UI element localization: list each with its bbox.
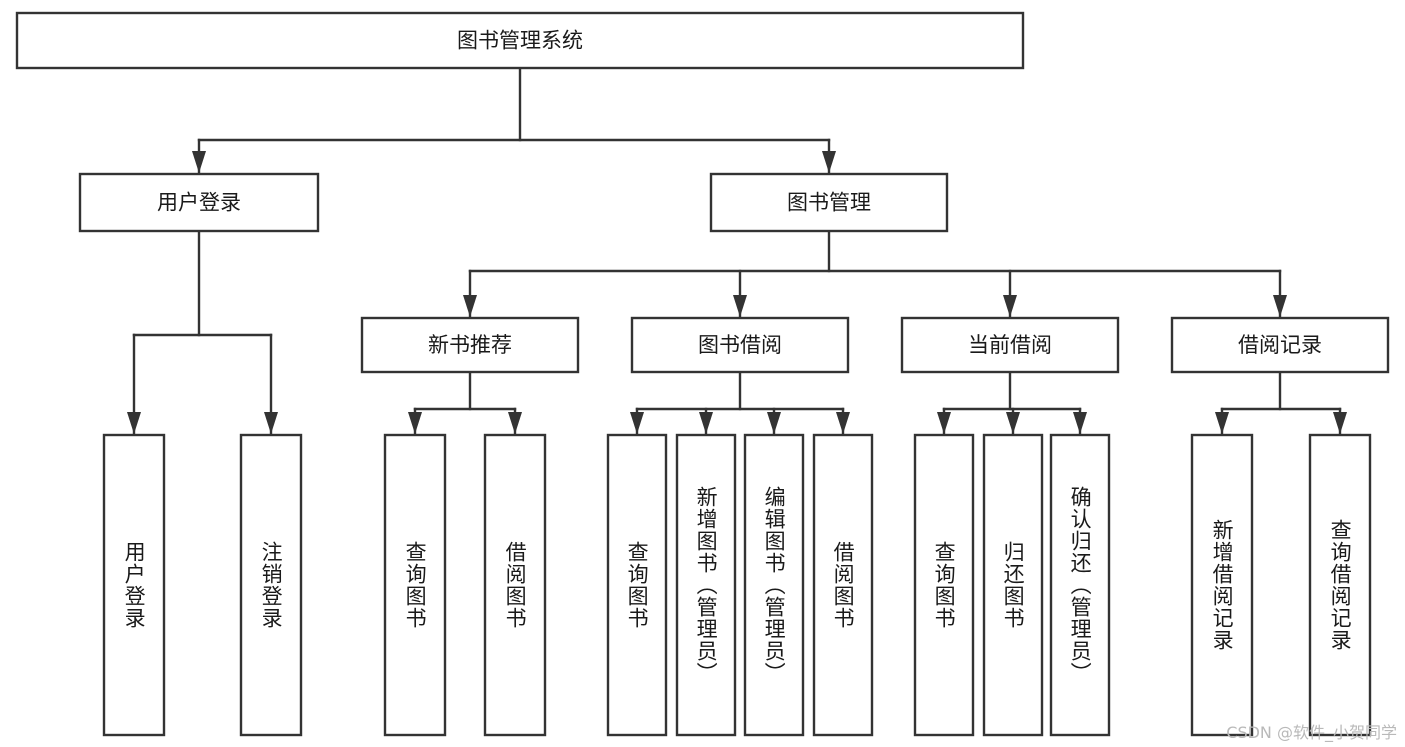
node-box-leaf-borrow-book-2 xyxy=(812,433,874,737)
arrow-head-borrow-record-1 xyxy=(1333,412,1347,434)
node-label-book-manage: 图书管理 xyxy=(787,191,871,215)
arrow-head-root-0 xyxy=(192,151,206,173)
node-label-book-borrow: 图书借阅 xyxy=(698,333,782,357)
node-box-new-book-rec xyxy=(360,316,580,374)
arrow-head-current-borrow-0 xyxy=(937,412,951,434)
watermark-text: CSDN @软件_小贺同学 xyxy=(1226,723,1397,742)
arrow-head-book-manage-0 xyxy=(463,295,477,317)
arrow-head-current-borrow-2 xyxy=(1073,412,1087,434)
node-box-leaf-confirm-return xyxy=(1049,433,1111,737)
arrow-head-book-manage-1 xyxy=(733,295,747,317)
arrow-head-book-borrow-3 xyxy=(836,412,850,434)
node-box-book-borrow xyxy=(630,316,850,374)
node-box-leaf-edit-book xyxy=(743,433,805,737)
connector-layer xyxy=(127,66,1347,436)
arrow-head-book-manage-2 xyxy=(1003,295,1017,317)
node-box-leaf-query-book-1 xyxy=(383,433,447,737)
arrow-head-borrow-record-0 xyxy=(1215,412,1229,434)
node-box-leaf-borrow-book-1 xyxy=(483,433,547,737)
arrow-head-book-borrow-0 xyxy=(630,412,644,434)
node-label-user-login: 用户登录 xyxy=(157,191,241,215)
box-layer xyxy=(15,11,1390,737)
node-box-leaf-query-book-3 xyxy=(913,433,975,737)
node-box-leaf-add-record xyxy=(1190,433,1254,737)
node-box-user-login xyxy=(78,172,320,233)
node-box-leaf-add-book xyxy=(675,433,737,737)
node-box-leaf-query-record xyxy=(1308,433,1372,737)
node-label-root: 图书管理系统 xyxy=(457,29,583,53)
node-label-current-borrow: 当前借阅 xyxy=(968,333,1052,357)
arrow-head-book-borrow-2 xyxy=(767,412,781,434)
arrow-head-book-borrow-1 xyxy=(699,412,713,434)
arrow-head-new-book-rec-1 xyxy=(508,412,522,434)
node-box-leaf-return-book xyxy=(982,433,1044,737)
node-box-current-borrow xyxy=(900,316,1120,374)
node-box-borrow-record xyxy=(1170,316,1390,374)
node-box-root xyxy=(15,11,1025,70)
node-box-leaf-query-book-2 xyxy=(606,433,668,737)
arrow-head-new-book-rec-0 xyxy=(408,412,422,434)
node-label-new-book-rec: 新书推荐 xyxy=(428,333,512,357)
arrow-head-current-borrow-1 xyxy=(1006,412,1020,434)
node-box-book-manage xyxy=(709,172,949,233)
arrow-head-book-manage-3 xyxy=(1273,295,1287,317)
arrow-head-user-login-1 xyxy=(264,412,278,434)
arrow-head-root-1 xyxy=(822,151,836,173)
node-box-leaf-user-login xyxy=(102,433,166,737)
node-box-leaf-logout xyxy=(239,433,303,737)
node-label-borrow-record: 借阅记录 xyxy=(1238,333,1322,357)
arrow-head-user-login-0 xyxy=(127,412,141,434)
